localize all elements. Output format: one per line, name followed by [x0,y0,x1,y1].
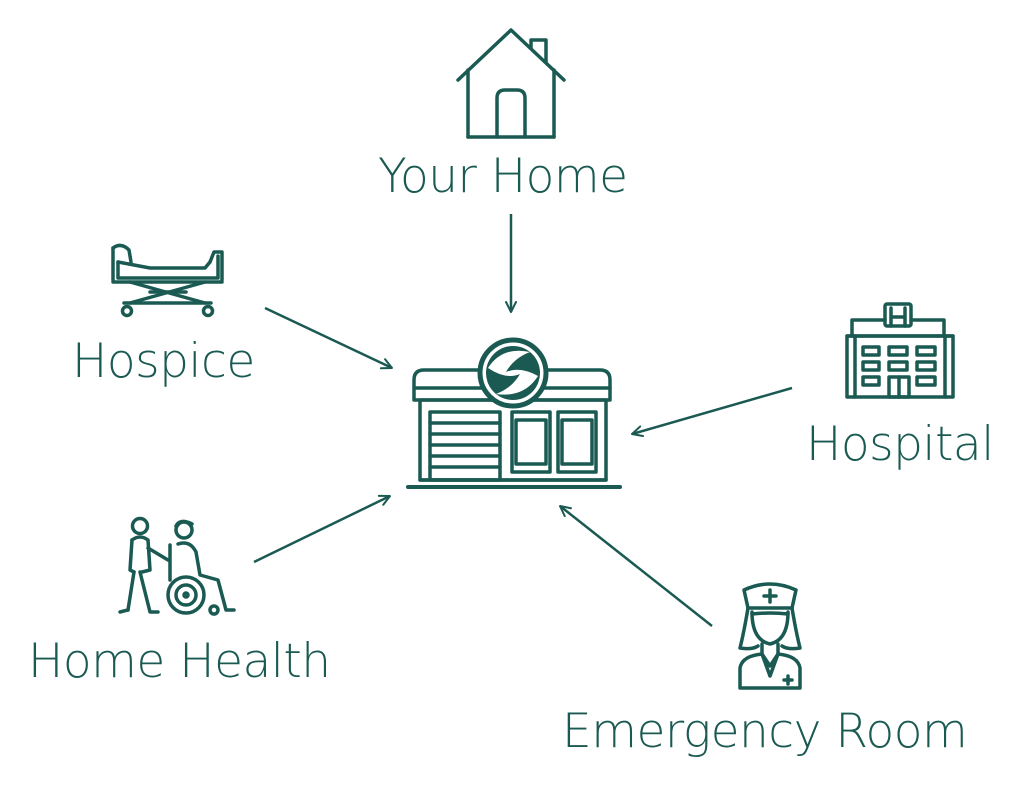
arrow-hospital-to-clinic [631,386,793,438]
wheelchair-caregiver-icon [118,516,236,616]
label-hospice: Hospice [72,334,255,389]
arrow-hospice-to-clinic [264,306,393,370]
nurse-icon [738,582,802,690]
hospital-bed-icon [111,243,224,318]
label-emergency-room: Emergency Room [562,704,968,759]
arrow-er-to-clinic [559,505,713,627]
arrow-home-health-to-clinic [253,494,391,564]
label-hospital: Hospital [806,417,994,472]
house-icon [456,28,566,139]
clinic-logo-icon [477,337,549,409]
hospital-building-icon [845,302,955,399]
label-your-home: Your Home [378,149,628,204]
label-home-health: Home Health [28,634,331,689]
